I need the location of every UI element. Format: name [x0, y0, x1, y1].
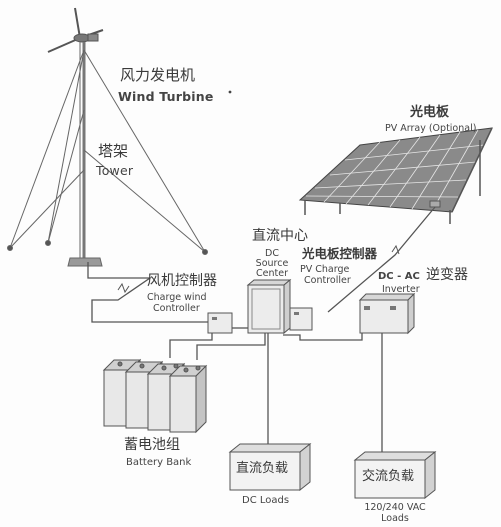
dot-mark: [228, 90, 232, 94]
inverter-icon: [358, 292, 416, 335]
inverter-label-en: DC - AC: [378, 271, 420, 282]
wind-controller-label-en-1: Charge wind: [147, 292, 207, 303]
pv-controller-icon: [289, 307, 313, 331]
dc-center-label-zh: 直流中心: [252, 228, 308, 244]
inverter-label-en-2: Inverter: [382, 284, 420, 295]
pv-controller-label-en-1: PV Charge: [300, 264, 350, 275]
ac-loads-box: [353, 450, 437, 500]
wind-controller-icon: [207, 312, 233, 334]
wind-turbine-label-en: Wind Turbine: [118, 89, 214, 104]
pv-controller-label-zh: 光电板控制器: [302, 246, 378, 261]
wind-controller-label-zh: 风机控制器: [147, 273, 217, 289]
dc-center-label-en-3: Center: [256, 268, 288, 279]
battery-label-en: Battery Bank: [126, 457, 192, 468]
dc-source-center-icon: [246, 278, 292, 335]
ac-loads-label-en-2: Loads: [381, 513, 409, 524]
ac-loads-label-zh: 交流负载: [362, 469, 415, 484]
dc-loads-label-zh: 直流负载: [236, 461, 289, 476]
battery-label-zh: 蓄电池组: [124, 437, 180, 453]
pv-array-label-en: PV Array (Optional): [385, 123, 477, 134]
tower-label-zh: 塔架: [98, 142, 129, 160]
ac-loads-label-en-1: 120/240 VAC: [364, 502, 426, 513]
pv-array-label-zh: 光电板: [410, 105, 450, 120]
pv-array-icon: [298, 127, 493, 224]
wind-turbine-icon: [47, 7, 104, 53]
tower-icon: [7, 42, 208, 267]
pv-controller-label-en-2: Controller: [304, 275, 351, 286]
dc-loads-box: [228, 442, 312, 492]
wind-controller-label-en-2: Controller: [153, 303, 200, 314]
battery-bank-icon: [102, 358, 208, 434]
wind-turbine-label-zh: 风力发电机: [120, 66, 196, 84]
inverter-label-zh: 逆变器: [426, 267, 468, 283]
dc-loads-label-en: DC Loads: [242, 495, 290, 506]
tower-label-en: Tower: [96, 163, 134, 178]
dc-center-label-en-2: Source: [255, 258, 289, 269]
dc-center-label-en-1: DC: [265, 248, 279, 259]
